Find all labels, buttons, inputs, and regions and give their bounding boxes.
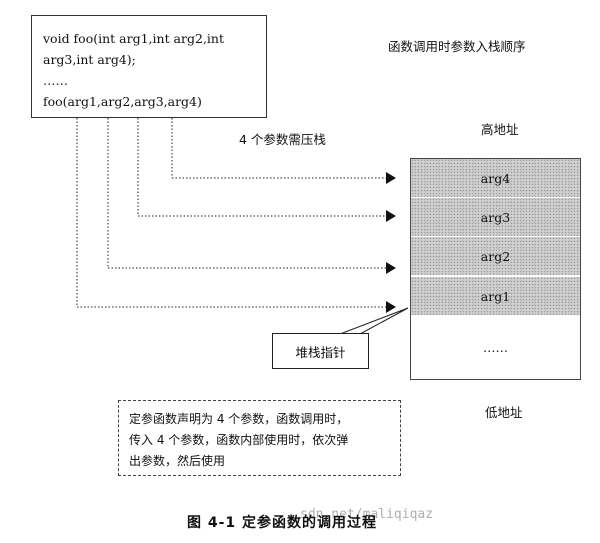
stack-cell-arg3: arg3: [411, 198, 580, 237]
stack-order-title: 函数调用时参数入栈顺序: [388, 39, 526, 54]
push-label: 4 个参数需压栈: [239, 132, 326, 147]
arrow-arg4: [171, 118, 396, 184]
stack-cell-empty: ……: [411, 316, 580, 379]
code-line: ……: [43, 73, 68, 88]
low-address-label: 低地址: [485, 405, 523, 420]
code-line: foo(arg1,arg2,arg3,arg4): [43, 94, 202, 109]
arrow-arg1: [76, 118, 396, 313]
note-line: 出参数，然后使用: [129, 454, 226, 468]
note-line: 传入 4 个参数，函数内部使用时，依次弹: [129, 433, 349, 447]
stack-cell-arg4: arg4: [411, 159, 580, 198]
code-line: void foo(int arg1,int arg2,int: [43, 31, 224, 46]
figure-caption: 图 4-1 定参函数的调用过程: [187, 515, 378, 531]
arrow-arg2: [107, 118, 396, 274]
stack-cell-arg1: arg1: [411, 277, 580, 316]
note-box: 定参函数声明为 4 个参数，函数调用时， 传入 4 个参数，函数内部使用时，依次…: [118, 400, 401, 476]
stack-pointer-callout-tail: [339, 307, 409, 335]
watermark: sdn.net/maliqiqaz: [300, 507, 434, 522]
high-address-label: 高地址: [481, 122, 519, 137]
stack-pointer-label: 堆栈指针: [272, 333, 369, 369]
code-box: void foo(int arg1,int arg2,int arg3,int …: [31, 15, 267, 118]
stack-diagram: arg4 arg3 arg2 arg1 ……: [410, 158, 581, 380]
note-line: 定参函数声明为 4 个参数，函数调用时，: [129, 412, 349, 426]
stack-cell-arg2: arg2: [411, 237, 580, 276]
code-line: arg3,int arg4);: [43, 52, 136, 67]
arrow-arg3: [137, 118, 396, 222]
